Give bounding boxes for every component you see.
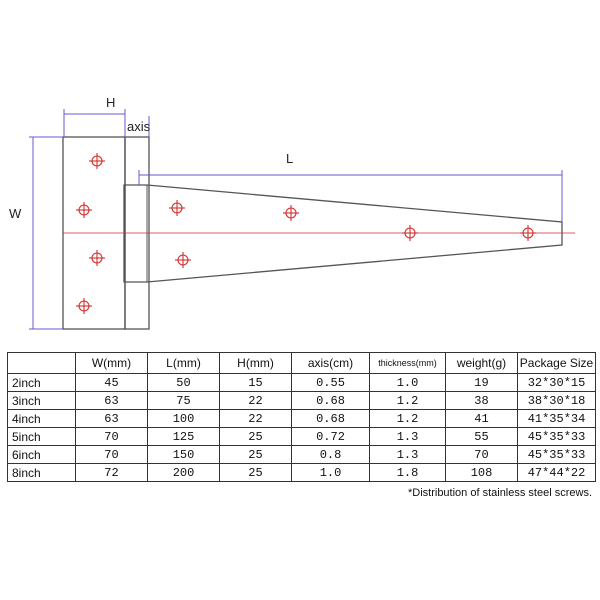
table-cell: 0.72 — [291, 427, 370, 446]
table-cell: 70 — [445, 445, 518, 464]
screw-hole — [89, 153, 105, 169]
hinge-diagram: H axis L W — [9, 95, 575, 330]
header-cell: L(mm) — [147, 352, 220, 374]
table-cell: 72 — [75, 463, 148, 482]
spec-table: W(mm) L(mm) H(mm) axis(cm) thickness(mm)… — [7, 352, 596, 482]
table-cell: 25 — [219, 463, 292, 482]
table-cell: 100 — [147, 409, 220, 428]
table-cell: 108 — [445, 463, 518, 482]
h-label: H — [106, 95, 115, 110]
size-cell: 2inch — [7, 373, 76, 392]
table-cell: 125 — [147, 427, 220, 446]
header-cell: axis(cm) — [291, 352, 370, 374]
screw-hole — [402, 225, 418, 241]
table-cell: 70 — [75, 445, 148, 464]
table-header-row: W(mm) L(mm) H(mm) axis(cm) thickness(mm)… — [7, 352, 596, 374]
table-cell: 15 — [219, 373, 292, 392]
table-cell: 47*44*22 — [517, 463, 596, 482]
header-cell: W(mm) — [75, 352, 148, 374]
table-row: 8inch 72 200 25 1.0 1.8 108 47*44*22 — [7, 463, 596, 482]
table-row: 5inch 70 125 25 0.72 1.3 55 45*35*33 — [7, 427, 596, 446]
header-cell: weight(g) — [445, 352, 518, 374]
table-cell: 70 — [75, 427, 148, 446]
axis-label: axis — [127, 119, 151, 134]
table-cell: 200 — [147, 463, 220, 482]
table-cell: 1.0 — [369, 373, 446, 392]
screw-holes — [76, 153, 536, 314]
table-cell: 19 — [445, 373, 518, 392]
table-cell: 45*35*33 — [517, 445, 596, 464]
table-cell: 45 — [75, 373, 148, 392]
table-cell: 38*30*18 — [517, 391, 596, 410]
screw-hole — [76, 298, 92, 314]
table-cell: 150 — [147, 445, 220, 464]
size-cell: 6inch — [7, 445, 76, 464]
strap-plate — [123, 184, 563, 283]
screw-hole — [520, 225, 536, 241]
table-cell: 1.8 — [369, 463, 446, 482]
table-row: 3inch 63 75 22 0.68 1.2 38 38*30*18 — [7, 391, 596, 410]
table-row: 2inch 45 50 15 0.55 1.0 19 32*30*15 — [7, 373, 596, 392]
table-cell: 1.3 — [369, 427, 446, 446]
size-cell: 4inch — [7, 409, 76, 428]
table-cell: 1.2 — [369, 391, 446, 410]
table-cell: 75 — [147, 391, 220, 410]
screw-hole — [169, 200, 185, 216]
table-cell: 0.68 — [291, 409, 370, 428]
table-cell: 1.0 — [291, 463, 370, 482]
table-cell: 63 — [75, 409, 148, 428]
header-cell: thickness(mm) — [369, 352, 446, 374]
screws-footnote: *Distribution of stainless steel screws. — [407, 487, 592, 499]
table-cell: 41 — [445, 409, 518, 428]
w-label: W — [9, 206, 22, 221]
table-cell: 45*35*33 — [517, 427, 596, 446]
table-cell: 25 — [219, 445, 292, 464]
size-cell: 3inch — [7, 391, 76, 410]
table-cell: 22 — [219, 409, 292, 428]
table-cell: 22 — [219, 391, 292, 410]
table-cell: 1.2 — [369, 409, 446, 428]
table-cell: 0.55 — [291, 373, 370, 392]
table-cell: 55 — [445, 427, 518, 446]
header-cell — [7, 352, 76, 374]
table-cell: 25 — [219, 427, 292, 446]
size-cell: 8inch — [7, 463, 76, 482]
table-cell: 1.3 — [369, 445, 446, 464]
size-cell: 5inch — [7, 427, 76, 446]
header-cell: Package Size — [517, 352, 596, 374]
table-cell: 41*35*34 — [517, 409, 596, 428]
table-cell: 32*30*15 — [517, 373, 596, 392]
table-cell: 0.8 — [291, 445, 370, 464]
screw-hole — [89, 250, 105, 266]
table-cell: 50 — [147, 373, 220, 392]
table-cell: 63 — [75, 391, 148, 410]
screw-hole — [76, 202, 92, 218]
table-row: 6inch 70 150 25 0.8 1.3 70 45*35*33 — [7, 445, 596, 464]
screw-hole — [175, 252, 191, 268]
table-cell: 38 — [445, 391, 518, 410]
screw-hole — [283, 205, 299, 221]
header-cell: H(mm) — [219, 352, 292, 374]
table-cell: 0.68 — [291, 391, 370, 410]
l-label: L — [286, 151, 293, 166]
table-row: 4inch 63 100 22 0.68 1.2 41 41*35*34 — [7, 409, 596, 428]
